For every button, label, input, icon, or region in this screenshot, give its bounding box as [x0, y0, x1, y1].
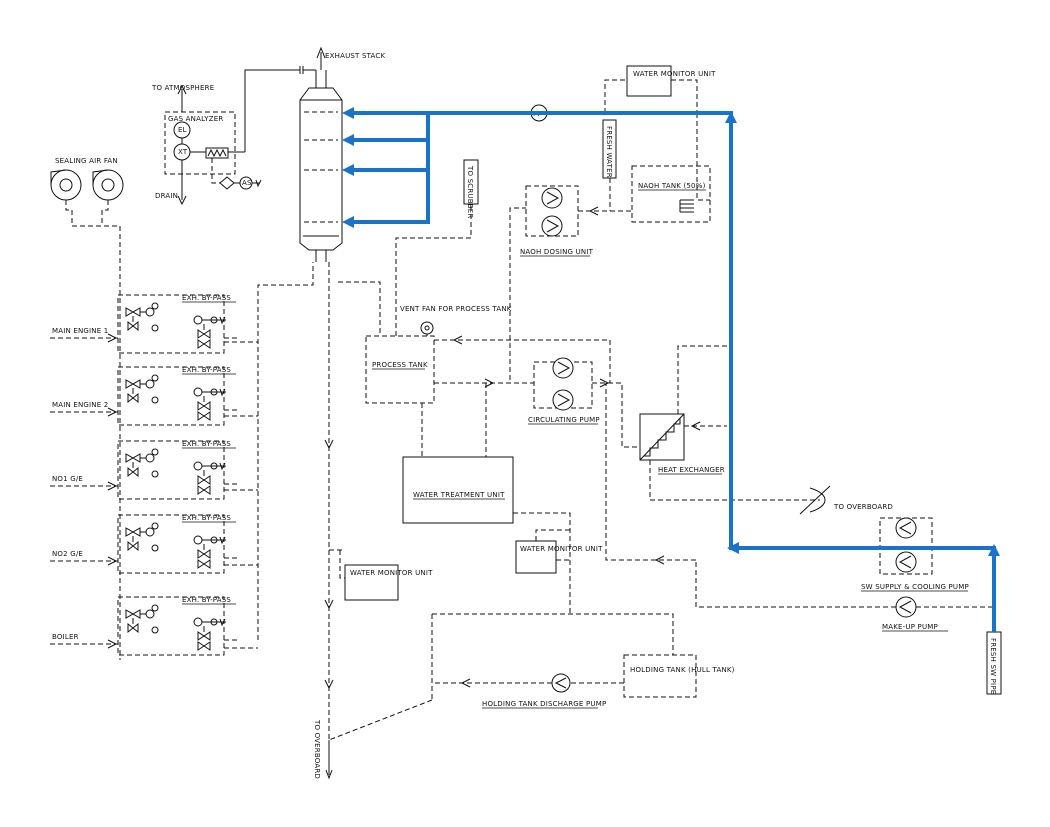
- no2-ge-label: NO2 G/E: [52, 550, 83, 558]
- process-tank-label: PROCESS TANK: [372, 361, 428, 369]
- circulating-pump-label: CIRCULATING PUMP: [528, 416, 600, 424]
- bypass-group: EXH. BY-PASS: [50, 440, 258, 500]
- bypass-group: EXH. BY-PASS: [50, 514, 258, 574]
- naoh-tank-coil-icon: [679, 199, 694, 213]
- process-tank-box: [365, 335, 435, 404]
- filter-icon: [219, 176, 235, 190]
- overboard-nozzle-icon: [809, 487, 826, 513]
- water-monitor-left-label: WATER MONITOR UNIT: [350, 569, 433, 577]
- heat-exchanger-label: HEAT EXCHANGER: [658, 466, 725, 474]
- main-engine-1-label: MAIN ENGINE 1: [52, 327, 108, 335]
- drain-label: DRAIN: [155, 192, 178, 200]
- gas-analyzer: [164, 84, 262, 206]
- valve-icon: [125, 522, 159, 552]
- exh-bypass-label: EXH. BY-PASS: [182, 366, 231, 374]
- naoh-tank-label: NAOH TANK (50%): [638, 182, 706, 190]
- to-scrubber-label: TO SCRUBBER: [466, 165, 474, 218]
- valve-icon: [193, 315, 226, 349]
- valve-icon: [125, 604, 159, 634]
- valve-icon: [125, 374, 159, 404]
- to-overboard-right-label: TO OVERBOARD: [833, 503, 893, 511]
- naoh-tank-box: [631, 165, 711, 223]
- water-treatment-unit-box: [402, 456, 514, 524]
- holding-tank-pump-icon: [551, 673, 571, 693]
- sealing-air-fans: [50, 169, 124, 660]
- exh-bypass-label: EXH. BY-PASS: [182, 294, 231, 302]
- to-overboard-bottom-label: TO OVERBOARD: [313, 719, 321, 779]
- valve-icon: [125, 302, 159, 332]
- water-monitor-top-label: WATER MONITOR UNIT: [633, 70, 716, 78]
- xt-label: XT: [178, 148, 188, 156]
- highlighted-sea-water-flow: [342, 107, 1000, 632]
- valve-icon: [125, 448, 159, 478]
- water-monitor-mid-label: WATER MONITOR UNIT: [520, 545, 603, 553]
- valve-icon: [193, 387, 226, 421]
- gas-analyzer-label: GAS ANALYZER: [168, 115, 223, 123]
- exh-bypass-label: EXH. BY-PASS: [182, 440, 231, 448]
- fresh-water-label: FRESH WATER: [605, 126, 613, 178]
- scrubber-tower: [299, 46, 343, 262]
- bypass-group: EXH. BY-PASS: [50, 596, 258, 656]
- valve-icon: [193, 535, 226, 569]
- valve-icon: [193, 461, 226, 495]
- holding-tank-label: HOLDING TANK (HULL TANK): [630, 666, 735, 674]
- main-engine-2-label: MAIN ENGINE 2: [52, 401, 108, 409]
- fan-icon: [50, 169, 82, 201]
- holding-tank-box: [623, 654, 697, 698]
- sw-supply-pump-label: SW SUPPLY & COOLING PUMP: [861, 583, 969, 591]
- bypass-group: EXH. BY-PASS: [50, 294, 258, 354]
- vent-fan-label-line1: VENT FAN FOR PROCESS TANK: [400, 305, 512, 313]
- circulating-pump: [533, 357, 593, 411]
- to-atmosphere-label: TO ATMOSPHERE: [151, 84, 214, 92]
- bypass-group: EXH. BY-PASS: [50, 366, 258, 426]
- sw-supply-cooling-pump: [879, 517, 933, 575]
- naoh-dosing-unit-label: NAOH DOSING UNIT: [520, 248, 594, 256]
- el-label: EL: [178, 126, 187, 134]
- no1-ge-label: NO1 G/E: [52, 475, 83, 483]
- water-monitor-mid-box: [515, 540, 557, 574]
- as-label: AS: [242, 179, 252, 187]
- water-monitor-top-box: [626, 65, 672, 97]
- make-up-pump-label: MAKE-UP PUMP: [882, 623, 938, 631]
- water-treatment-unit-label: WATER TREATMENT UNIT: [413, 491, 505, 499]
- exh-bypass-label: EXH. BY-PASS: [182, 514, 231, 522]
- vent-fan-icon: [420, 321, 434, 335]
- exhaust-stack-label: EXHAUST STACK: [325, 52, 385, 60]
- heat-exchanger: [639, 413, 685, 461]
- exh-bypass-label: EXH. BY-PASS: [182, 596, 231, 604]
- water-monitor-left-box: [344, 564, 399, 601]
- to-scrubber-tag: [463, 159, 479, 205]
- bypass-groups: EXH. BY-PASS EXH. BY-PASS EXH. BY-PASS EXH.…: [50, 294, 258, 656]
- naoh-dosing-unit: [525, 185, 579, 237]
- holding-tank-pump-label: HOLDING TANK DISCHARGE PUMP: [482, 700, 606, 708]
- sealing-air-fan-label: SEALING AIR FAN: [55, 157, 118, 165]
- heater-icon: [205, 147, 229, 159]
- fan-icon: [92, 169, 124, 201]
- valve-icon: [193, 617, 226, 651]
- fresh-sw-pipe-label: FRESH SW PIPE: [989, 638, 997, 694]
- boiler-label: BOILER: [52, 633, 79, 641]
